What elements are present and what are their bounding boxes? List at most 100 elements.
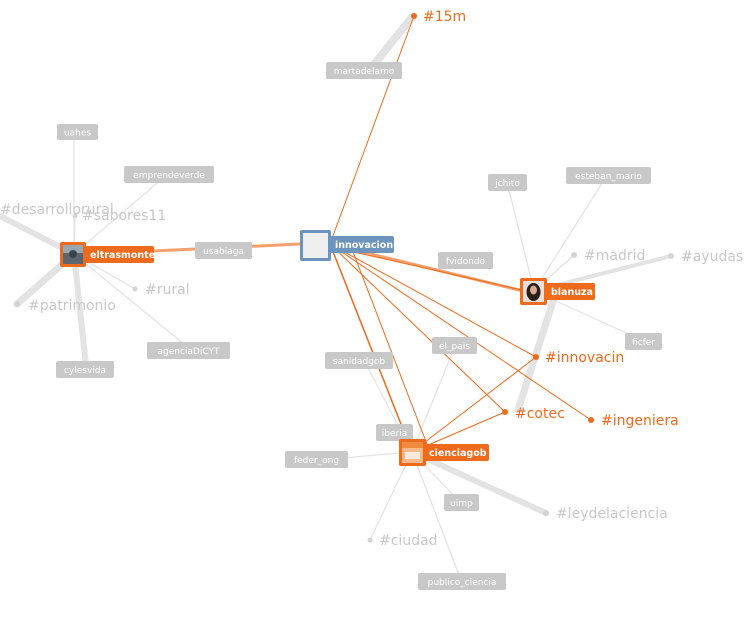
tag-label: el_pais xyxy=(439,342,470,352)
hashtag-ingeniera[interactable]: #ingeniera xyxy=(601,413,679,429)
hashtag-rural[interactable]: #rural xyxy=(145,282,190,298)
center-tag-bg xyxy=(324,236,394,253)
tag-uahes[interactable]: uahes xyxy=(57,124,98,140)
hashtag-ciudad[interactable]: #ciudad xyxy=(379,533,438,549)
tag-label: fvidondo xyxy=(446,257,486,267)
edge xyxy=(329,243,537,358)
tag-bg xyxy=(124,166,214,183)
gray-dots xyxy=(14,213,674,543)
edge xyxy=(329,243,506,413)
tag-bg xyxy=(418,573,506,590)
edge xyxy=(73,178,163,255)
node-dot xyxy=(533,354,539,360)
user-avatar-icon xyxy=(399,439,426,466)
tag-label: usabiaga xyxy=(203,247,244,257)
tag-label: esteban_mario xyxy=(575,172,642,182)
node-dot xyxy=(14,301,20,307)
user-node-blanuza[interactable]: blanuza xyxy=(520,278,595,305)
hashtag-desarrollorural[interactable]: #desarrollorural xyxy=(0,202,114,218)
tag-ficfer[interactable]: ficfer xyxy=(625,333,662,350)
tag-bg xyxy=(57,124,98,140)
tag-esteban_mario[interactable]: esteban_mario xyxy=(566,167,651,184)
tag-label: agenciaDiCYT xyxy=(158,347,220,357)
center-node-innovacion[interactable]: innovacion xyxy=(300,230,394,261)
tag-bg xyxy=(566,167,651,184)
tag-label: iberia xyxy=(382,429,407,439)
edge xyxy=(409,449,549,516)
tag-bg xyxy=(195,242,252,259)
user-node-eltrasmonte[interactable]: eltrasmonte xyxy=(60,242,155,267)
orange-edges xyxy=(88,15,592,453)
edge xyxy=(344,249,549,297)
tag-label: uimp xyxy=(450,499,473,509)
user-tag-bg xyxy=(418,444,489,461)
edge xyxy=(71,251,89,369)
tag-iberia[interactable]: iberia xyxy=(376,424,413,441)
center-label: innovacion xyxy=(335,240,393,251)
user-label: blanuza xyxy=(551,287,593,298)
tag-bg xyxy=(376,424,413,441)
node-dot xyxy=(543,510,549,516)
user-avatar-icon xyxy=(520,278,547,305)
node-dot xyxy=(571,252,577,258)
tag-bg xyxy=(488,174,527,191)
tag-bg xyxy=(147,342,230,359)
tag-uimp[interactable]: uimp xyxy=(444,494,479,511)
tag-label: martadelamo xyxy=(334,67,395,77)
tag-label: emprendeverde xyxy=(133,171,205,181)
tag-label: publico_ciencia xyxy=(428,578,497,588)
edge xyxy=(329,243,413,453)
node-dot xyxy=(72,213,78,219)
user-tag-bg xyxy=(80,246,154,263)
tag-label: jchito xyxy=(494,179,520,189)
tag-emprendeverde[interactable]: emprendeverde xyxy=(124,166,214,183)
tag-bg xyxy=(285,451,348,468)
edge xyxy=(369,451,413,541)
tag-el_pais[interactable]: el_pais xyxy=(432,337,477,354)
user-label: eltrasmonte xyxy=(90,250,155,261)
edge xyxy=(514,288,560,414)
hashtag-15m[interactable]: #15m xyxy=(423,9,466,25)
hashtag-cotec[interactable]: #cotec xyxy=(515,406,565,422)
tag-bg xyxy=(444,494,479,511)
blank-avatar-icon xyxy=(300,230,331,261)
node-dot xyxy=(502,409,508,415)
tag-label: feder_ong xyxy=(294,456,339,466)
node-dot xyxy=(411,13,417,19)
tag-martadelamo[interactable]: martadelamo xyxy=(326,62,402,79)
tag-label: sanidadgob xyxy=(333,357,386,367)
tag-usabiaga[interactable]: usabiaga xyxy=(195,242,252,259)
hashtag-innovacin[interactable]: #innovacin xyxy=(545,350,624,366)
hashtag-sabores11[interactable]: #sabores11 xyxy=(82,208,166,224)
tag-bg xyxy=(325,352,393,369)
user-node-cienciagob[interactable]: cienciagob xyxy=(399,439,489,466)
tag-publico_ciencia[interactable]: publico_ciencia xyxy=(418,573,506,590)
hashtag-patrimonio[interactable]: #patrimonio xyxy=(28,298,116,314)
tag-bg xyxy=(438,252,493,269)
hashtag-madrid[interactable]: #madrid xyxy=(584,248,645,264)
user-avatar-icon xyxy=(60,242,86,267)
tag-label: uahes xyxy=(64,129,91,139)
tag-jchito[interactable]: jchito xyxy=(488,174,527,191)
edge xyxy=(329,243,592,421)
tag-bg xyxy=(56,361,114,378)
edge xyxy=(349,243,431,453)
tag-feder_ong[interactable]: feder_ong xyxy=(285,451,348,468)
edge xyxy=(411,345,456,453)
node-dot xyxy=(588,417,594,423)
edge xyxy=(329,15,415,245)
tag-agenciaDiCYT[interactable]: agenciaDiCYT xyxy=(147,342,230,359)
node-dot xyxy=(132,286,138,292)
hashtag-leydelaciencia[interactable]: #leydelaciencia xyxy=(556,506,668,522)
tag-bg xyxy=(326,62,402,79)
tag-sanidadgob[interactable]: sanidadgob xyxy=(325,352,393,369)
hashtag-ayudas[interactable]: #ayudas xyxy=(681,249,743,265)
edge xyxy=(73,253,186,346)
edge xyxy=(533,179,605,292)
tag-fvidondo[interactable]: fvidondo xyxy=(438,252,493,269)
tag-cylesvida[interactable]: cylesvida xyxy=(56,361,114,378)
edge xyxy=(411,451,462,581)
user-tag-bg xyxy=(540,283,595,300)
tag-bg xyxy=(625,333,662,350)
